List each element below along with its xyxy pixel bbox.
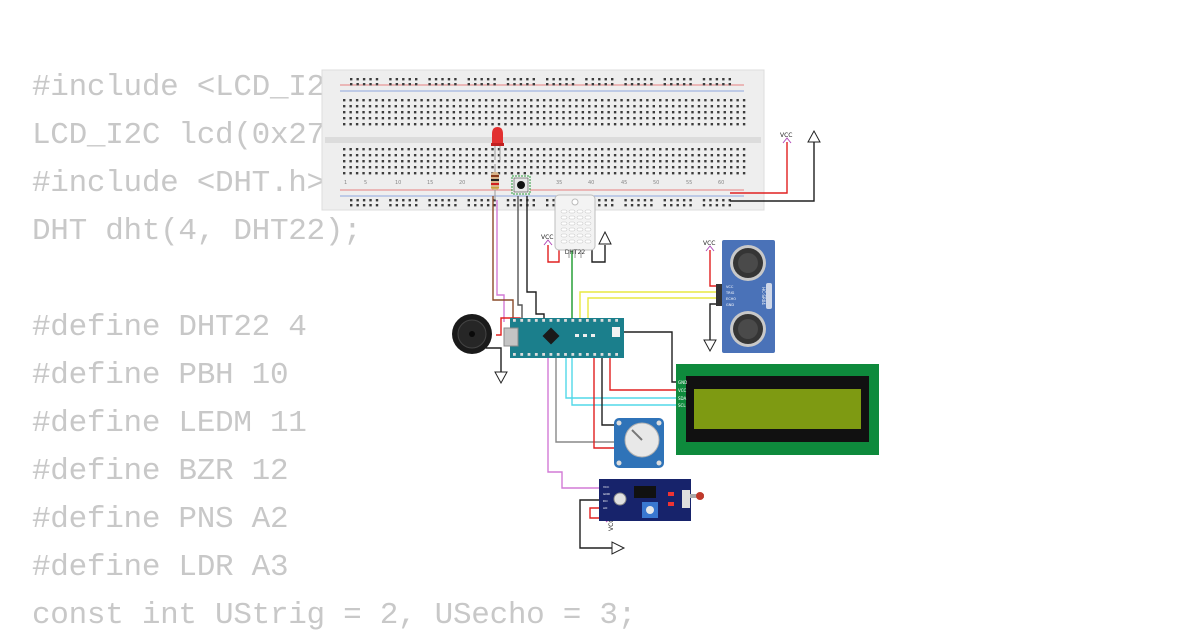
vcc-label: VCC [541,234,553,241]
dht22-sensor[interactable]: DHT22 [554,194,596,258]
lcd-pin: SDA [678,396,687,401]
ldr-module[interactable]: VCC GND DO AO [599,479,704,521]
code-line: #define PBH 10 [32,358,289,393]
code-line: #define LDR A3 [32,550,289,585]
buzzer[interactable] [452,314,492,354]
column-number: 50 [653,180,659,186]
column-number: 1 [344,180,347,186]
vcc-symbol: VCC [780,132,792,144]
column-number: 10 [395,180,401,186]
vcc-symbol: VCC [541,234,553,246]
lcd-pin: VCC [678,388,687,393]
wires [486,142,815,549]
column-number: 5 [364,180,367,186]
ultrasonic-model: HC-SR04 [761,287,766,305]
column-number: 35 [556,180,562,186]
ultrasonic-sensor[interactable]: HC-SR04 VCC TRIG ECHO GND [716,240,775,353]
ground-symbol [611,541,626,555]
vcc-label: VCC [703,240,715,247]
pin-label: TRIG [725,291,735,295]
pin-label: VCC [726,285,734,289]
code-line: const int UStrig = 2, USecho = 3; [32,598,637,633]
breadboard-holes [343,78,746,207]
lcd-pin: GND [678,380,687,385]
lcd-pin: SCL [678,403,686,408]
arduino-nano[interactable] [503,318,624,358]
ground-symbol [703,339,717,353]
column-number: 60 [718,180,724,186]
pin-label: AO [603,506,608,510]
pin-label: VCC [603,485,609,489]
code-line: #define PNS A2 [32,502,289,537]
code-line: #define LEDM 11 [32,406,307,441]
code-line: DHT dht(4, DHT22); [32,214,362,249]
lcd-display[interactable]: GND VCC SDA SCL [676,364,879,455]
push-button[interactable] [511,175,531,195]
red-led[interactable] [491,127,504,160]
breadboard[interactable]: 1 5 10 15 20 25 30 35 40 45 50 55 60 [321,69,765,211]
column-number: 40 [588,180,594,186]
pin-label: GND [726,303,734,307]
pin-label: DO [603,499,608,503]
column-number: 55 [686,180,692,186]
column-number: 15 [427,180,433,186]
vcc-label: VCC [780,132,792,139]
resistor[interactable] [491,164,499,200]
potentiometer[interactable] [614,418,664,468]
ground-symbol [494,371,508,385]
code-line: #define BZR 12 [32,454,289,489]
ground-symbol [807,129,821,143]
column-number: 45 [621,180,627,186]
vcc-label: VCC [608,519,615,531]
vcc-symbol: VCC [703,240,715,252]
pin-label: ECHO [726,297,736,301]
ground-symbol [598,230,612,245]
pin-label: GND [603,492,611,496]
code-line: #include <DHT.h> [32,166,325,201]
code-line: #define DHT22 4 [32,310,307,345]
column-number: 20 [459,180,465,186]
